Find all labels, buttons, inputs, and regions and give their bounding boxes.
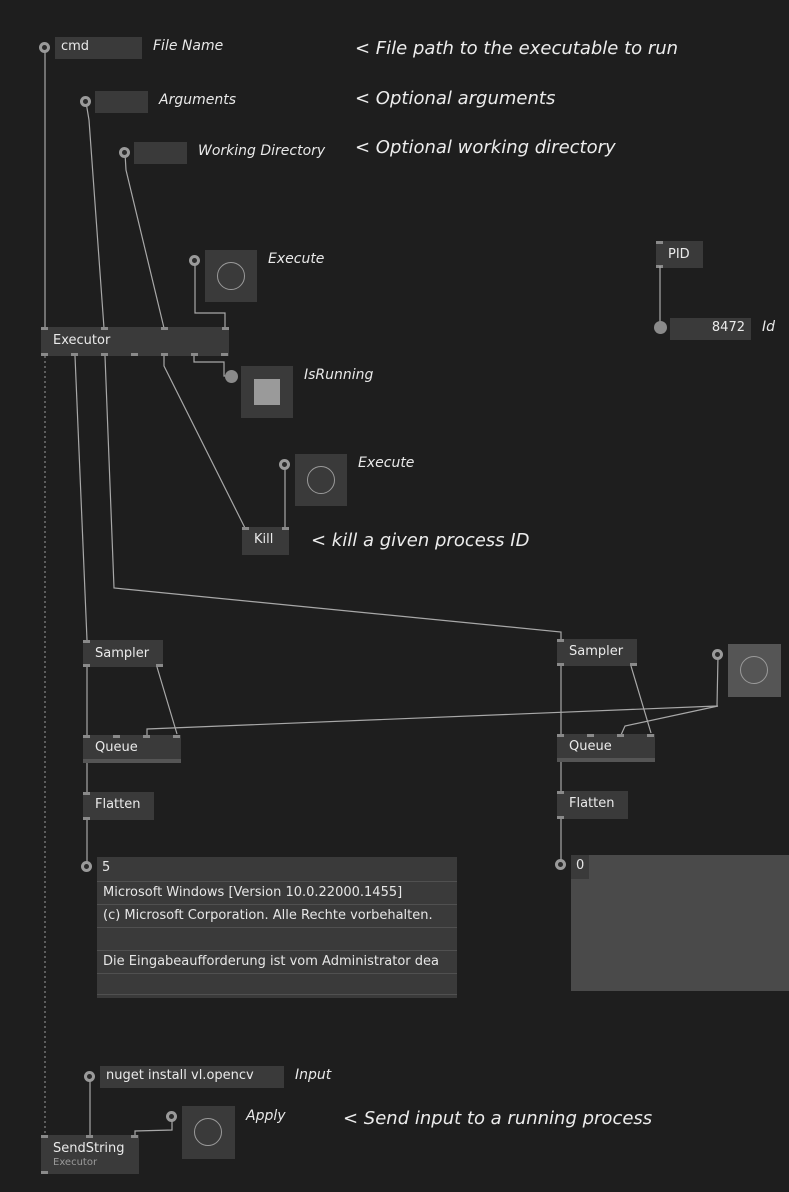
right-queue-title: Queue <box>569 739 612 754</box>
output-line-5 <box>97 973 457 995</box>
working-directory-pin[interactable] <box>119 147 130 158</box>
sendstring-node[interactable]: SendString Executor <box>41 1135 139 1174</box>
is-running-toggle[interactable] <box>241 366 293 418</box>
sendstring-node-title: SendString <box>53 1141 125 1156</box>
right-sampler-title: Sampler <box>569 644 624 659</box>
kill-execute-pin[interactable] <box>279 459 290 470</box>
kill-comment: < kill a given process ID <box>311 530 530 551</box>
pid-value: 8472 <box>670 318 751 340</box>
left-sampler-title: Sampler <box>95 646 150 661</box>
pid-pin <box>654 321 667 334</box>
input-pin[interactable] <box>84 1071 95 1082</box>
executor-node-title: Executor <box>53 333 111 348</box>
right-flatten-node[interactable]: Flatten <box>557 791 628 819</box>
right-output-pin[interactable] <box>555 859 566 870</box>
arguments-label: Arguments <box>159 92 236 108</box>
left-queue-node[interactable]: Queue <box>83 735 181 763</box>
arguments-comment: < Optional arguments <box>355 88 556 109</box>
left-output-pin[interactable] <box>81 861 92 872</box>
left-output-count-label: 5 <box>97 857 115 879</box>
input-field[interactable]: nuget install vl.opencv <box>100 1066 284 1088</box>
file-name-pin[interactable] <box>39 42 50 53</box>
apply-pin[interactable] <box>166 1111 177 1122</box>
right-output-count: 0 <box>571 855 589 879</box>
working-directory-input[interactable] <box>134 142 187 164</box>
output-line-4: Die Eingabeaufforderung ist vom Administ… <box>97 950 457 972</box>
right-queue-node[interactable]: Queue <box>557 734 655 762</box>
is-running-pin <box>225 370 238 383</box>
toggle-on-icon <box>254 379 280 405</box>
right-flatten-title: Flatten <box>569 796 615 811</box>
apply-label: Apply <box>246 1108 286 1124</box>
bang-circle-icon <box>307 466 335 494</box>
left-sampler-node[interactable]: Sampler <box>83 640 163 667</box>
sendstring-node-subtitle: Executor <box>53 1157 98 1168</box>
kill-node-title: Kill <box>254 532 274 547</box>
output-line-3 <box>97 927 457 949</box>
bang-circle-icon <box>740 656 768 684</box>
left-flatten-node[interactable]: Flatten <box>83 792 154 820</box>
pid-label: Id <box>762 319 776 335</box>
kill-execute-label: Execute <box>358 455 415 471</box>
kill-execute-button[interactable] <box>295 454 347 506</box>
file-name-input[interactable]: cmd <box>55 37 142 59</box>
pid-node-title: PID <box>668 247 690 262</box>
working-directory-comment: < Optional working directory <box>355 137 616 158</box>
arguments-pin[interactable] <box>80 96 91 107</box>
execute-button[interactable] <box>205 250 257 302</box>
clear-pin[interactable] <box>712 649 723 660</box>
left-flatten-title: Flatten <box>95 797 141 812</box>
bang-circle-icon <box>217 262 245 290</box>
is-running-label: IsRunning <box>304 367 374 383</box>
left-queue-title: Queue <box>95 740 138 755</box>
working-directory-label: Working Directory <box>198 143 326 159</box>
apply-button[interactable] <box>182 1106 235 1159</box>
send-input-comment: < Send input to a running process <box>343 1108 653 1129</box>
arguments-input[interactable] <box>95 91 148 113</box>
kill-node[interactable]: Kill <box>242 527 289 555</box>
input-label: Input <box>295 1067 332 1083</box>
left-output-table[interactable]: Microsoft Windows [Version 10.0.22000.14… <box>97 857 457 998</box>
file-name-label: File Name <box>153 38 224 54</box>
clear-button[interactable] <box>728 644 781 697</box>
output-line-1: Microsoft Windows [Version 10.0.22000.14… <box>97 881 457 903</box>
file-name-comment: < File path to the executable to run <box>355 38 679 59</box>
execute-pin[interactable] <box>189 255 200 266</box>
output-line-2: (c) Microsoft Corporation. Alle Rechte v… <box>97 904 457 926</box>
pid-node[interactable]: PID <box>656 241 703 268</box>
bang-circle-icon <box>194 1118 222 1146</box>
right-output-table[interactable] <box>571 855 789 991</box>
pid-link <box>659 266 661 326</box>
executor-node[interactable]: Executor <box>41 327 229 356</box>
right-sampler-node[interactable]: Sampler <box>557 639 637 666</box>
execute-label: Execute <box>268 251 325 267</box>
